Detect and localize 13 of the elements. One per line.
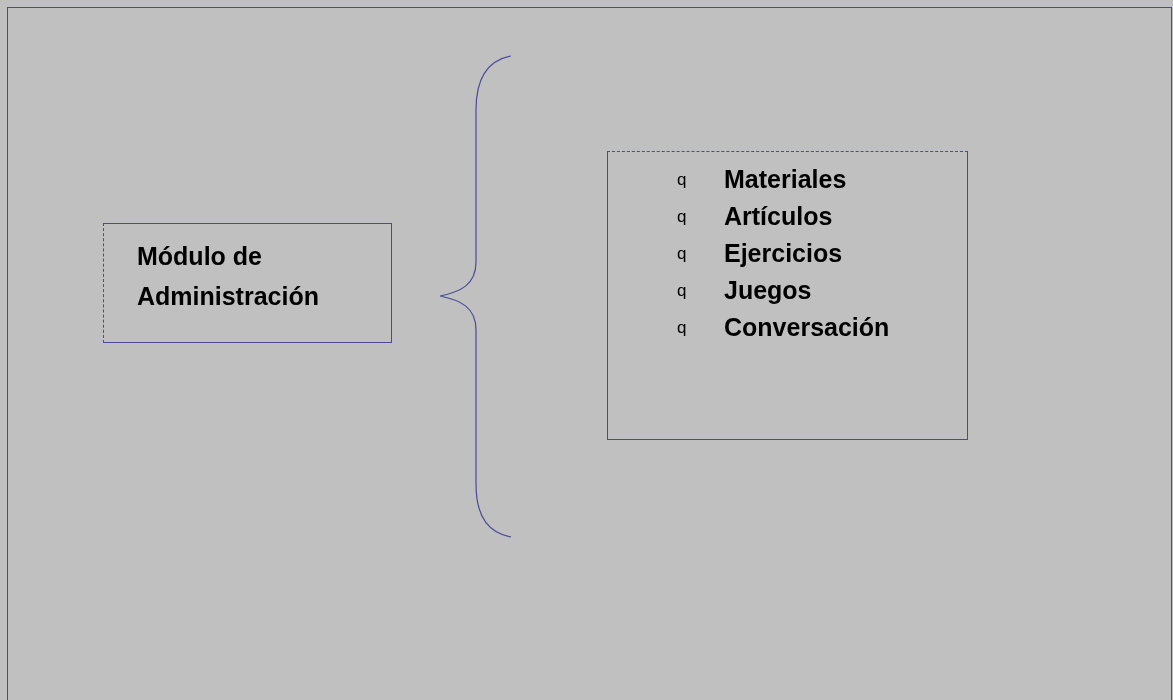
bullet: q — [677, 207, 687, 227]
list-item: Juegos — [724, 276, 812, 305]
list-item: Ejercicios — [724, 239, 843, 268]
list-item: Materiales — [724, 165, 847, 194]
heading: Módulo de Administración — [137, 241, 320, 312]
bullet: q — [677, 281, 687, 301]
list-item: Conversación — [724, 313, 890, 342]
bullet: q — [677, 170, 687, 190]
text-box — [103, 223, 392, 343]
bullet: q — [677, 244, 687, 264]
text-box — [607, 151, 968, 440]
list-item: Artículos — [724, 202, 833, 231]
bullet: q — [677, 318, 687, 338]
